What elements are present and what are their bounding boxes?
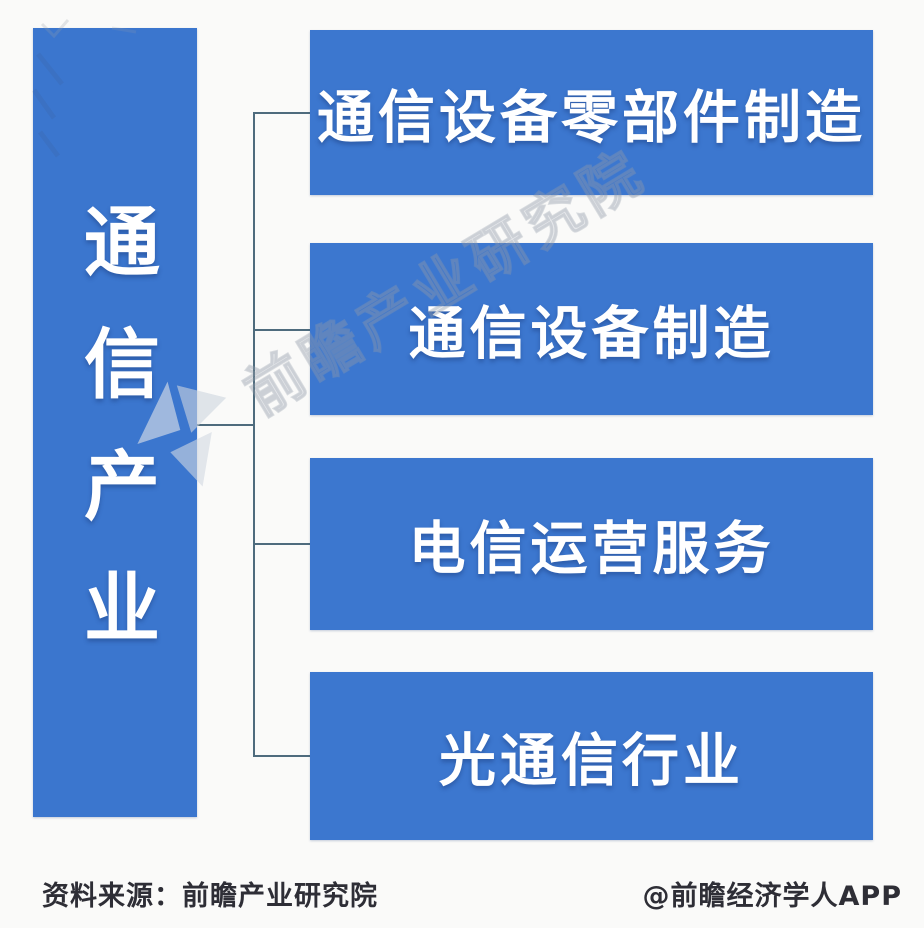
footer: 资料来源：前瞻产业研究院 @前瞻经济学人APP [42,872,902,914]
branch-node-label: 通信设备制造 [408,300,775,367]
connector-branch-2 [253,329,310,331]
branch-node-box-4: 光通信行业 [310,672,873,840]
credit-label: @前瞻经济学人APP [642,880,902,912]
connector-branch-4 [253,755,310,757]
branch-node-box-2: 通信设备制造 [310,243,873,415]
branch-node-label: 电信运营服务 [408,515,775,582]
connector-branch-3 [253,543,310,545]
connector-branch-1 [253,112,310,114]
connector-root-stem [197,424,254,426]
root-node-label: 通信产业 [71,201,160,690]
branch-node-box-1: 通信设备零部件制造 [310,30,873,195]
source-label: 资料来源：前瞻产业研究院 [42,880,378,912]
branch-node-box-3: 电信运营服务 [310,458,873,630]
root-node-box: 通信产业 [33,28,197,817]
branch-node-label: 光通信行业 [439,727,744,794]
branch-node-label: 通信设备零部件制造 [317,83,866,151]
connector-trunk [253,112,255,757]
